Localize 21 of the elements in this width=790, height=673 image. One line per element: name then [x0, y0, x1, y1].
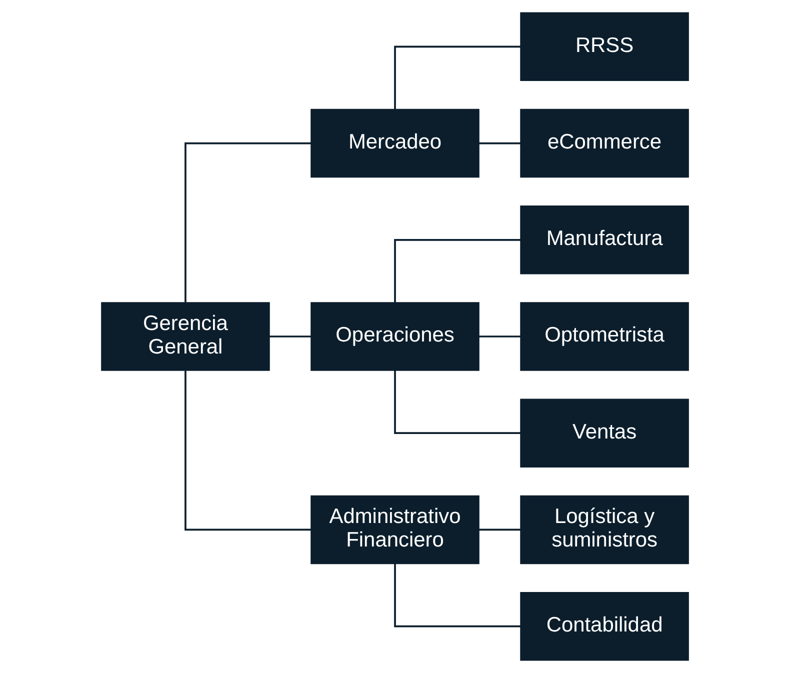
node-box: Operaciones [310, 302, 480, 371]
node-box: Contabilidad [520, 592, 689, 661]
connector [394, 370, 520, 434]
node-box: Logística y suministros [520, 495, 689, 564]
connector [270, 336, 311, 338]
node-box: Gerencia General [101, 302, 270, 371]
node-box: eCommerce [520, 108, 689, 178]
connector [184, 142, 311, 302]
node-box: Optometrista [520, 302, 689, 371]
connector [479, 528, 520, 531]
node-box: Mercadeo [310, 108, 480, 178]
connector [184, 370, 311, 531]
node-box: Ventas [520, 398, 689, 468]
connector [394, 564, 520, 628]
connector [479, 336, 520, 338]
node-box: Manufactura [520, 206, 689, 274]
connector [479, 142, 520, 144]
connector [394, 46, 520, 110]
connector [394, 238, 520, 303]
node-box: Administrativo Financiero [310, 495, 480, 564]
node-box: RRSS [520, 12, 689, 81]
